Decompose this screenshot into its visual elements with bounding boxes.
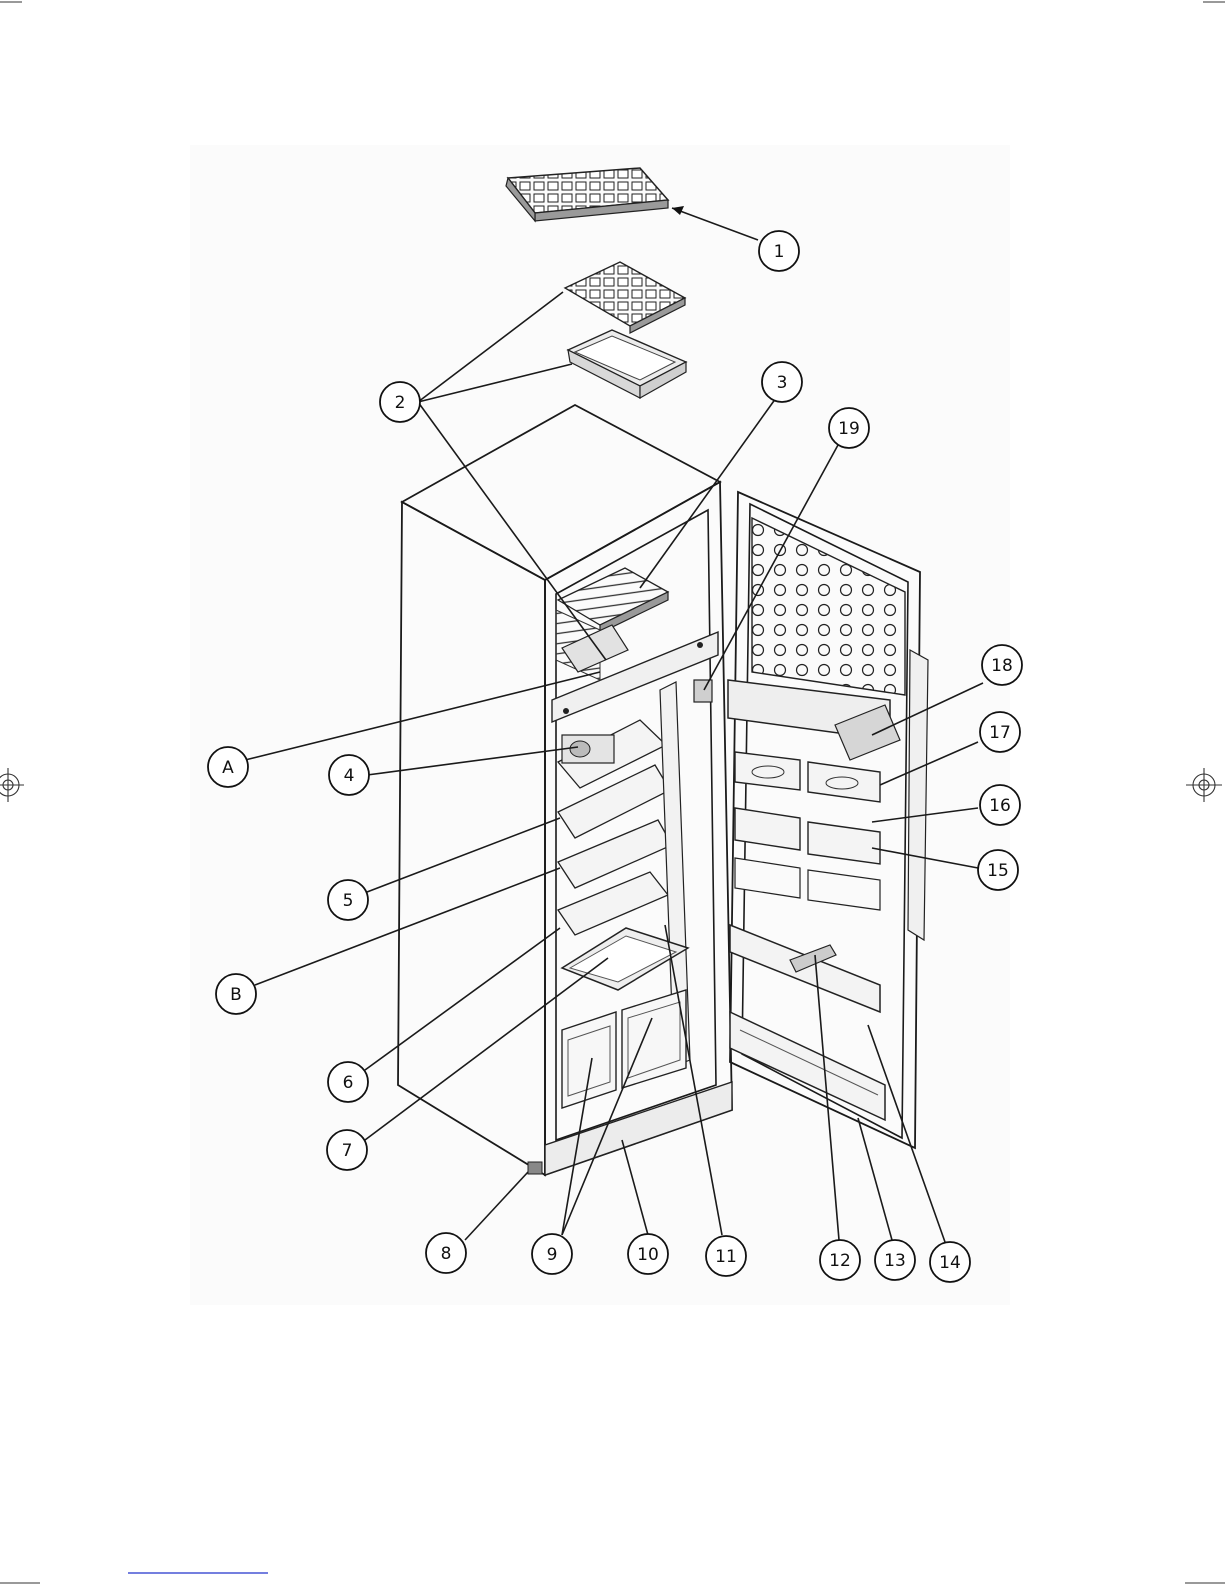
callout-5-label: 5 bbox=[343, 891, 354, 911]
callout-3-label: 3 bbox=[777, 373, 788, 393]
callout-19-label: 19 bbox=[838, 419, 860, 439]
callout-18-label: 18 bbox=[991, 656, 1013, 676]
callout-13: 13 bbox=[875, 1240, 915, 1280]
callout-17-label: 17 bbox=[989, 723, 1011, 743]
callout-7: 7 bbox=[327, 1130, 367, 1170]
callout-10-label: 10 bbox=[637, 1245, 659, 1265]
callout-12: 12 bbox=[820, 1240, 860, 1280]
callout-6: 6 bbox=[328, 1062, 368, 1102]
callout-1: 1 bbox=[759, 231, 799, 271]
callout-5: 5 bbox=[328, 880, 368, 920]
registration-mark-right bbox=[1186, 768, 1222, 802]
callout-16-label: 16 bbox=[989, 796, 1011, 816]
callout-A-label: A bbox=[222, 758, 234, 778]
callout-15: 15 bbox=[978, 850, 1018, 890]
callout-2-label: 2 bbox=[395, 393, 406, 413]
callout-16: 16 bbox=[980, 785, 1020, 825]
callout-7-label: 7 bbox=[342, 1141, 353, 1161]
callout-13-label: 13 bbox=[884, 1251, 906, 1271]
callout-9-label: 9 bbox=[547, 1245, 558, 1265]
callout-1-label: 1 bbox=[774, 242, 785, 262]
callout-19: 19 bbox=[829, 408, 869, 448]
callout-10: 10 bbox=[628, 1234, 668, 1274]
registration-mark-left bbox=[0, 768, 24, 802]
callout-B: B bbox=[216, 974, 256, 1014]
callout-8: 8 bbox=[426, 1233, 466, 1273]
callout-15-label: 15 bbox=[987, 861, 1009, 881]
callout-4: 4 bbox=[329, 755, 369, 795]
callout-A: A bbox=[208, 747, 248, 787]
callout-4-label: 4 bbox=[344, 766, 355, 786]
callout-12-label: 12 bbox=[829, 1251, 851, 1271]
callout-6-label: 6 bbox=[343, 1073, 354, 1093]
callout-B-label: B bbox=[230, 985, 242, 1005]
callout-11: 11 bbox=[706, 1236, 746, 1276]
callout-14: 14 bbox=[930, 1242, 970, 1282]
callout-17: 17 bbox=[980, 712, 1020, 752]
callout-3: 3 bbox=[762, 362, 802, 402]
callout-2: 2 bbox=[380, 382, 420, 422]
callout-14-label: 14 bbox=[939, 1253, 961, 1273]
callout-11-label: 11 bbox=[715, 1247, 737, 1267]
callout-18: 18 bbox=[982, 645, 1022, 685]
callout-9: 9 bbox=[532, 1234, 572, 1274]
callout-8-label: 8 bbox=[441, 1244, 452, 1264]
